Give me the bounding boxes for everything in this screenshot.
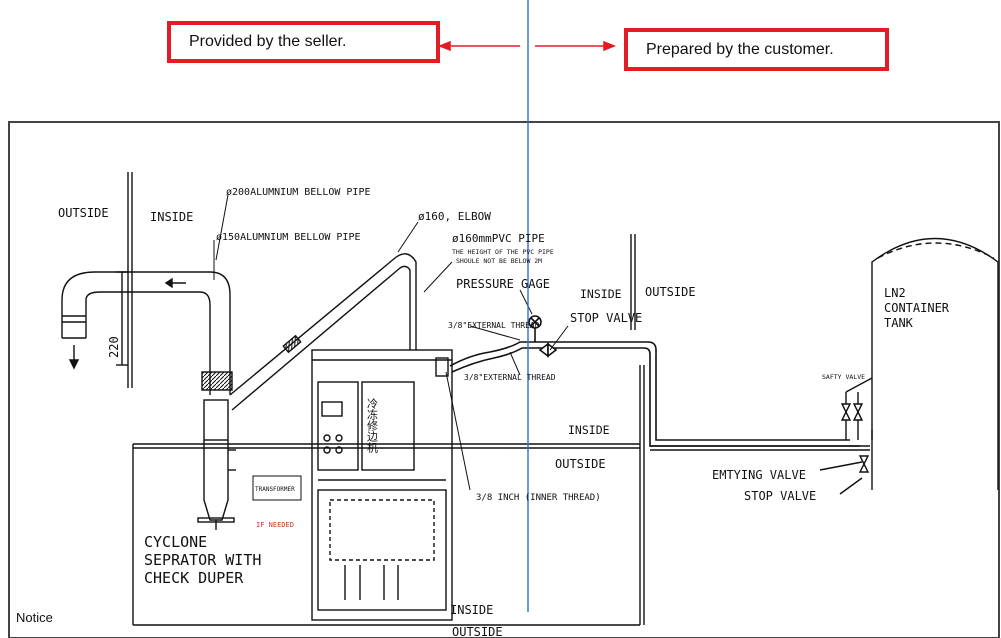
label-emptying-valve: EMTYING VALVE <box>712 468 806 482</box>
label-pressure-gage: PRESSURE GAGE <box>456 277 550 291</box>
ln2-line <box>449 315 860 447</box>
label-outside-bottom: OUTSIDE <box>452 625 503 638</box>
label-separator: SEPRATOR WITH <box>144 551 261 569</box>
label-ln2: LN2 <box>884 286 906 300</box>
label-inside-bottom: INSIDE <box>450 603 493 617</box>
label-inside-right: INSIDE <box>568 423 610 437</box>
label-inside-left: INSIDE <box>150 210 193 224</box>
transformer-box <box>252 475 302 501</box>
label-container: CONTAINER <box>884 301 950 315</box>
bellow-pipe-diagonal <box>229 253 417 411</box>
red-arrows <box>437 40 617 52</box>
label-pvc-note-1: THE HEIGHT OF THE PVC PIPE <box>452 248 554 256</box>
label-transformer: TRANSFORMER <box>255 486 295 493</box>
label-elbow: ø160, ELBOW <box>418 210 491 223</box>
drawing-frame <box>8 121 1000 638</box>
seller-callout-text: Provided by the seller. <box>189 33 347 50</box>
exhaust-duct <box>61 271 210 370</box>
label-tank: TANK <box>884 316 914 330</box>
label-stop-valve-2: STOP VALVE <box>744 489 816 503</box>
customer-callout-text: Prepared by the customer. <box>646 40 834 58</box>
label-safety-valve: SAFTY VALVE <box>822 373 865 381</box>
label-outside-mid: OUTSIDE <box>645 285 696 299</box>
label-inner-thread: 3/8 INCH (INNER THREAD) <box>476 493 601 503</box>
label-if-needed: IF NEEDED <box>256 521 294 529</box>
label-dia150: ø150ALUMNIUM BELLOW PIPE <box>216 232 361 243</box>
label-notice: Notice <box>16 610 53 625</box>
trimming-machine <box>311 349 453 621</box>
label-external-thread-2: 3/8"EXTERNAL THREAD <box>464 373 556 382</box>
label-outside-right: OUTSIDE <box>555 457 606 471</box>
seller-callout: Provided by the seller. <box>167 21 440 63</box>
label-outside-left: OUTSIDE <box>58 206 109 220</box>
label-cyclone: CYCLONE <box>144 533 207 551</box>
label-external-thread-1: 3/8"EXTERNAL THREAD <box>448 321 540 330</box>
label-dia200: ø200ALUMNIUM BELLOW PIPE <box>226 187 371 198</box>
bellow-pipe-vertical <box>197 271 236 530</box>
label-stop-valve-1: STOP VALVE <box>570 311 642 325</box>
label-dimension-220: 220 <box>107 336 121 358</box>
label-machine-chinese: 冷冻修边机 <box>366 398 379 453</box>
leader-lines <box>213 194 569 491</box>
label-check-duper: CHECK DUPER <box>144 569 244 587</box>
label-pvc-note-2: SHOULE NOT BE BELOW 2M <box>456 257 542 265</box>
label-inside-mid: INSIDE <box>580 287 622 301</box>
customer-callout: Prepared by the customer. <box>624 28 889 71</box>
ln2-tank <box>819 237 999 495</box>
label-pvc-pipe: ø160mmPVC PIPE <box>452 232 545 245</box>
